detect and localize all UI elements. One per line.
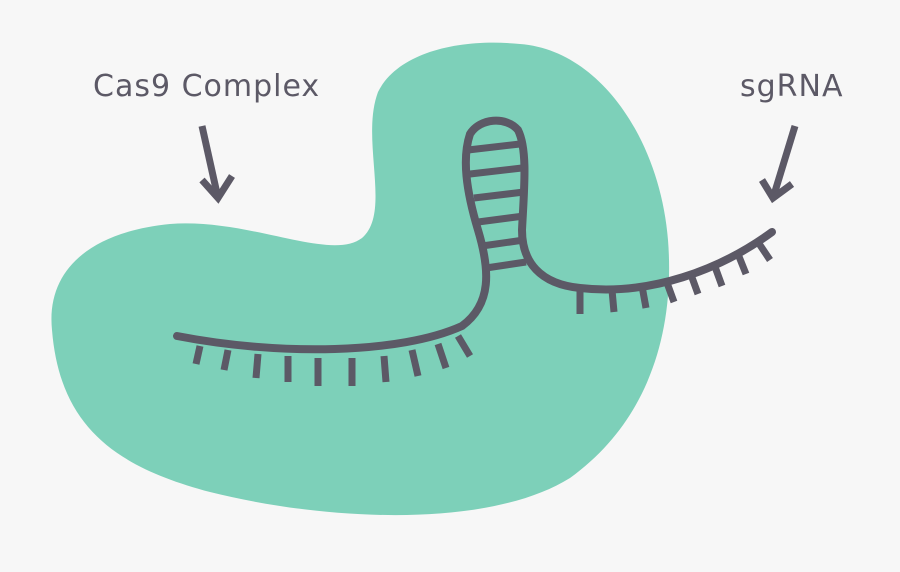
sgrna-bases — [192, 140, 773, 386]
sgrna-strand — [173, 116, 776, 354]
cas9-protein-blob — [51, 42, 670, 516]
cas9-complex-label: Cas9 Complex — [93, 69, 321, 104]
sgrna-label: sgRNA — [740, 69, 844, 104]
sgrna-arrow-icon — [759, 124, 799, 204]
cas9-arrow-icon — [198, 125, 235, 204]
